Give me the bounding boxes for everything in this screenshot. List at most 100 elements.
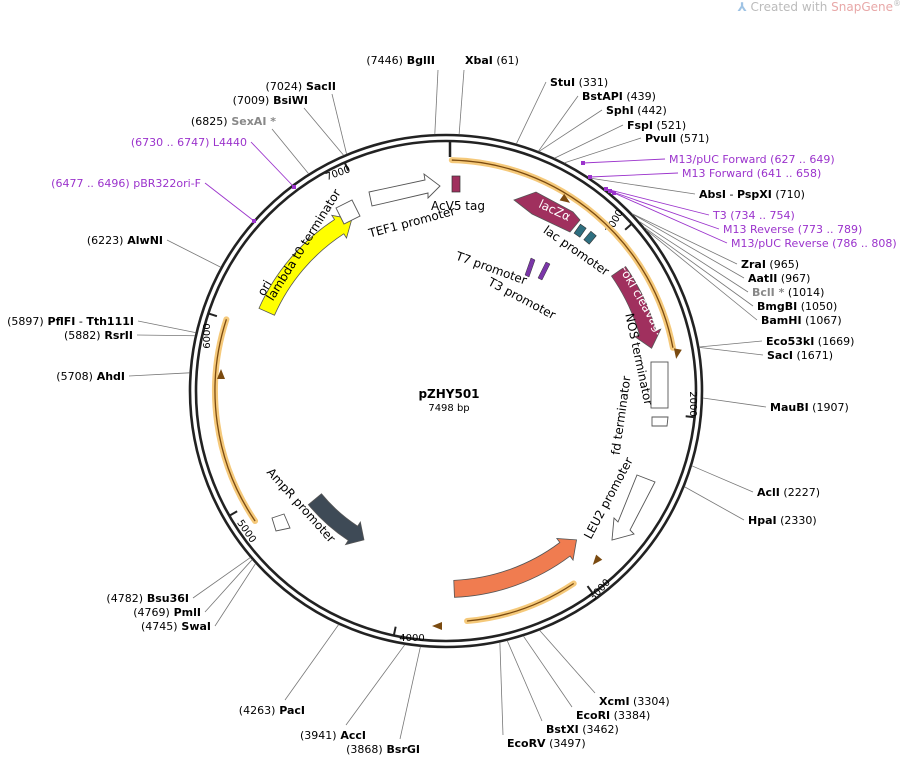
site-label: BmgBI (1050) [757, 300, 837, 313]
feature-lac-promoter-block [573, 223, 587, 238]
site-position: (521) [653, 119, 686, 132]
site-enzyme: Tth111I [86, 315, 134, 328]
site-leader [345, 644, 406, 726]
primer-site-mark [608, 189, 612, 193]
feature-ampr-promoter [271, 513, 291, 532]
site-leader [192, 557, 251, 599]
site-enzyme: ZraI [741, 258, 766, 271]
primer-site-mark [581, 161, 585, 165]
site-enzyme: EcoRV [507, 737, 546, 750]
branding-prefix: Created with [750, 0, 832, 14]
site-position: (710) [772, 188, 805, 201]
site-leader [128, 372, 190, 377]
site-position: (4782) [106, 592, 143, 605]
site-label: XcmI (3304) [599, 695, 670, 708]
site-enzyme: PflFI [44, 315, 76, 328]
site-label: (7009) BsiWI [233, 94, 308, 107]
plasmid-length: 7498 bp [428, 403, 469, 414]
site-position: - [726, 188, 737, 201]
site-position: (4769) [133, 606, 170, 619]
primer-name: M13 Reverse [723, 223, 794, 236]
site-position: (6825) [191, 115, 228, 128]
site-position: (331) [575, 76, 608, 89]
site-leader [702, 397, 767, 408]
site-label: BclI * (1014) [752, 286, 824, 299]
site-enzyme: BstAPI [582, 90, 623, 103]
site-label: FspI (521) [627, 119, 686, 132]
site-enzyme: Eco53kI [766, 335, 814, 348]
highlight-arc-bottom [467, 582, 575, 622]
site-leader [271, 128, 309, 175]
ring-tick-label: 6000 [202, 323, 213, 348]
feature-label-acv5: AcV5 tag [431, 199, 485, 213]
site-enzyme: BamHI [761, 314, 802, 327]
ring-tick-mark [624, 223, 633, 231]
feature-nos-terminator [650, 361, 669, 409]
primer-range: (773 .. 789) [794, 223, 862, 236]
primer-range: (6477 .. 6496) [51, 177, 130, 190]
site-position: (967) [777, 272, 810, 285]
primer-label: T3 (734 .. 754) [712, 209, 795, 222]
arrowhead-right [673, 348, 682, 359]
site-enzyme: AhdI [93, 370, 125, 383]
primer-leader [204, 182, 255, 222]
site-enzyme: XcmI [599, 695, 630, 708]
primer-name: M13 Forward [682, 167, 753, 180]
site-leader [204, 559, 253, 613]
primer-leader [613, 192, 728, 244]
feature-lac-operator-block [583, 230, 597, 245]
site-leader [646, 229, 758, 321]
site-label: StuI (331) [550, 76, 608, 89]
site-label: AatII (967) [748, 272, 810, 285]
site-enzyme: XbaI [465, 54, 493, 67]
site-enzyme: BmgBI [757, 300, 797, 313]
site-label: (5882) RsrII [64, 329, 133, 342]
primer-range: (641 .. 658) [753, 167, 821, 180]
site-enzyme: SphI [606, 104, 634, 117]
ring-tick-mark [685, 415, 695, 419]
site-enzyme: SacI [767, 349, 793, 362]
site-position: (965) [766, 258, 799, 271]
ring-tick-mark [586, 585, 594, 594]
site-label: (6825) SexAI * [191, 115, 276, 128]
feature-leu2 [453, 538, 578, 598]
site-position: (7009) [233, 94, 270, 107]
site-position: (3868) [346, 743, 383, 756]
ring-tick-label: 4000 [399, 633, 424, 644]
site-leader [631, 213, 738, 265]
site-leader [699, 340, 763, 348]
site-position: (5882) [64, 329, 101, 342]
ring-tick-mark [343, 162, 350, 172]
site-enzyme: PspXI [737, 188, 772, 201]
site-leader [331, 93, 347, 155]
site-leader [499, 642, 504, 736]
site-label: (6223) AlwNI [87, 234, 163, 247]
site-enzyme: AlwNI [123, 234, 163, 247]
site-position: (442) [634, 104, 667, 117]
site-leader [632, 213, 745, 279]
site-label: (7446) BglII [366, 54, 435, 67]
site-position: (3384) [610, 709, 650, 722]
site-position: (1907) [809, 401, 849, 414]
backbone [188, 133, 704, 649]
site-enzyme: AatII [748, 272, 777, 285]
site-leader [434, 69, 439, 135]
plasmid-name: pZHY501 [418, 387, 479, 401]
site-label: BamHI (1067) [761, 314, 842, 327]
site-label: Eco53kI (1669) [766, 335, 854, 348]
site-label: BstXI (3462) [546, 723, 619, 736]
primer-site-mark [252, 219, 256, 223]
site-enzyme: HpaI [748, 514, 777, 527]
feature-lambda-t0-terminator [335, 199, 361, 225]
feature-t3-promoter [537, 261, 551, 281]
site-enzyme: AclI [757, 486, 780, 499]
site-position: (5897) [7, 315, 44, 328]
ring-tick-mark [228, 510, 238, 517]
ring-tick-mark [208, 312, 218, 318]
site-label: AbsI - PspXI (710) [699, 188, 805, 201]
labels-layer: (7446) BglII XbaI (61) StuI (331)BstAPI (4… [7, 54, 897, 756]
site-position: (61) [493, 54, 519, 67]
site-label: BstAPI (439) [582, 90, 656, 103]
site-leader [538, 95, 579, 152]
primer-site-mark [292, 185, 296, 189]
